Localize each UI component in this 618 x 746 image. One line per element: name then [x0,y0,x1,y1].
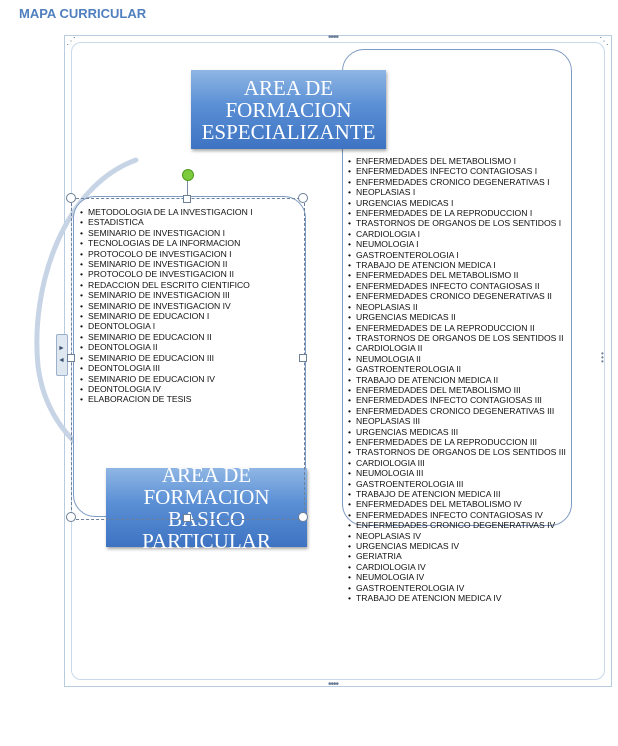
specialized-course-item: CARDIOLOGIA III [348,458,568,469]
specialized-course-item: ENFERMEDADES DEL METABOLISMO III [348,385,568,396]
specialized-course-item: ENFERMEDADES DE LA REPRODUCCION II [348,323,568,334]
basic-course-item: SEMINARIO DE INVESTIGACION IV [80,301,302,312]
specialized-course-item: URGENCIAS MEDICAS I [348,198,568,209]
basic-course-item: SEMINARIO DE INVESTIGACION I [80,228,302,239]
basic-course-list: METODOLOGIA DE LA INVESTIGACION IESTADIS… [80,207,302,405]
basic-course-item: SEMINARIO DE INVESTIGACION II [80,259,302,270]
specialized-course-item: ENFERMEDADES INFECTO CONTAGIOSAS I [348,166,568,177]
basic-course-item: SEMINARIO DE INVESTIGACION III [80,290,302,301]
specialized-course-item: TRABAJO DE ATENCION MEDICA IV [348,593,568,604]
specialized-course-item: ENFERMEDADES INFECTO CONTAGIOSAS IV [348,510,568,521]
basic-course-item: PROTOCOLO DE INVESTIGACION I [80,249,302,260]
specialized-course-item: ENFERMEDADES DEL METABOLISMO I [348,156,568,167]
resize-handle-bottom-right[interactable] [298,512,308,522]
specialized-course-item: ENFERMEDADES INFECTO CONTAGIOSAS II [348,281,568,292]
specialized-course-item: ENFERMEDADES DEL METABOLISMO II [348,270,568,281]
specialized-course-item: ENFERMEDADES CRONICO DEGENERATIVAS I [348,177,568,188]
frame-right-handle[interactable]: ••• [601,349,604,366]
specialized-course-item: GASTROENTEROLOGIA II [348,364,568,375]
resize-handle-right[interactable] [299,354,307,362]
specialized-title-box[interactable]: AREA DE FORMACION ESPECIALIZANTE [191,70,386,149]
specialized-course-item: NEUMOLOGIA IV [348,572,568,583]
selection-outline [71,198,305,520]
resize-handle-top-left[interactable] [66,193,76,203]
basic-course-item: PROTOCOLO DE INVESTIGACION II [80,269,302,280]
specialized-course-item: URGENCIAS MEDICAS III [348,427,568,438]
basic-course-item: DEONTOLOGIA I [80,321,302,332]
specialized-course-item: GASTROENTEROLOGIA III [348,479,568,490]
basic-course-item: ESTADISTICA [80,217,302,228]
specialized-course-item: CARDIOLOGIA II [348,343,568,354]
specialized-course-item: TRABAJO DE ATENCION MEDICA III [348,489,568,500]
rotate-handle-icon[interactable] [182,169,194,181]
specialized-course-item: ENFERMEDADES DE LA REPRODUCCION I [348,208,568,219]
basic-course-item: SEMINARIO DE EDUCACION IV [80,374,302,385]
resize-handle-top-right[interactable] [298,193,308,203]
resize-handle-left[interactable] [67,354,75,362]
specialized-course-item: TRABAJO DE ATENCION MEDICA I [348,260,568,271]
specialized-course-item: GASTROENTEROLOGIA IV [348,583,568,594]
specialized-course-item: NEUMOLOGIA I [348,239,568,250]
specialized-course-item: NEUMOLOGIA II [348,354,568,365]
basic-title-box[interactable]: AREA DE FORMACION BASICO PARTICULAR [106,464,307,552]
basic-course-item: SEMINARIO DE EDUCACION I [80,311,302,322]
basic-course-item: DEONTOLOGIA III [80,363,302,374]
frame-top-handle[interactable]: •••• [328,32,339,43]
connector-arc [34,157,139,467]
specialized-course-item: ENFERMEDADES CRONICO DEGENERATIVAS IV [348,520,568,531]
basic-course-item: ELABORACION DE TESIS [80,394,302,405]
resize-handle-bottom-left[interactable] [66,512,76,522]
specialized-course-item: CARDIOLOGIA IV [348,562,568,573]
specialized-course-item: ENFERMEDADES DE LA REPRODUCCION III [348,437,568,448]
arrow-left-icon: ◄ [58,357,65,364]
specialized-course-item: TRASTORNOS DE ORGANOS DE LOS SENTIDOS I [348,218,568,229]
basic-course-item: DEONTOLOGIA IV [80,384,302,395]
specialized-title: AREA DE FORMACION ESPECIALIZANTE [201,75,376,144]
basic-course-item: TECNOLOGIAS DE LA INFORMACION [80,238,302,249]
page-title: MAPA CURRICULAR [19,6,147,21]
basic-course-item: SEMINARIO DE EDUCACION II [80,332,302,343]
specialized-course-item: URGENCIAS MEDICAS IV [348,541,568,552]
specialized-course-item: NEUMOLOGIA III [348,468,568,479]
specialized-course-item: ENFERMEDADES INFECTO CONTAGIOSAS III [348,395,568,406]
frame-corner-tl[interactable]: ⋰ [66,36,76,47]
resize-handle-top[interactable] [183,195,191,203]
specialized-course-item: NEOPLASIAS IV [348,531,568,542]
specialized-course-item: ENFERMEDADES DEL METABOLISMO IV [348,499,568,510]
frame-bottom-handle[interactable]: •••• [328,679,339,690]
specialized-course-item: URGENCIAS MEDICAS II [348,312,568,323]
specialized-course-item: NEOPLASIAS II [348,302,568,313]
arrow-right-icon: ► [58,345,65,352]
specialized-course-item: TRASTORNOS DE ORGANOS DE LOS SENTIDOS II… [348,447,568,458]
specialized-course-item: TRASTORNOS DE ORGANOS DE LOS SENTIDOS II [348,333,568,344]
specialized-course-item: ENFERMEDADES CRONICO DEGENERATIVAS III [348,406,568,417]
resize-handle-bottom[interactable] [183,514,191,522]
basic-course-item: SEMINARIO DE EDUCACION III [80,353,302,364]
specialized-course-item: CARDIOLOGIA I [348,229,568,240]
basic-course-item: DEONTOLOGIA II [80,342,302,353]
specialized-course-item: NEOPLASIAS I [348,187,568,198]
basic-title: AREA DE FORMACION BASICO PARTICULAR [142,462,271,553]
frame-corner-tr[interactable]: ⋱ [599,36,609,47]
basic-course-item: METODOLOGIA DE LA INVESTIGACION I [80,207,302,218]
rotate-connector [187,179,188,196]
specialized-course-list: ENFERMEDADES DEL METABOLISMO IENFERMEDAD… [348,156,568,604]
specialized-course-item: ENFERMEDADES CRONICO DEGENERATIVAS II [348,291,568,302]
specialized-course-item: TRABAJO DE ATENCION MEDICA II [348,375,568,386]
specialized-course-item: NEOPLASIAS III [348,416,568,427]
specialized-course-item: GERIATRIA [348,551,568,562]
specialized-course-item: GASTROENTEROLOGIA I [348,250,568,261]
basic-course-item: REDACCION DEL ESCRITO CIENTIFICO [80,280,302,291]
